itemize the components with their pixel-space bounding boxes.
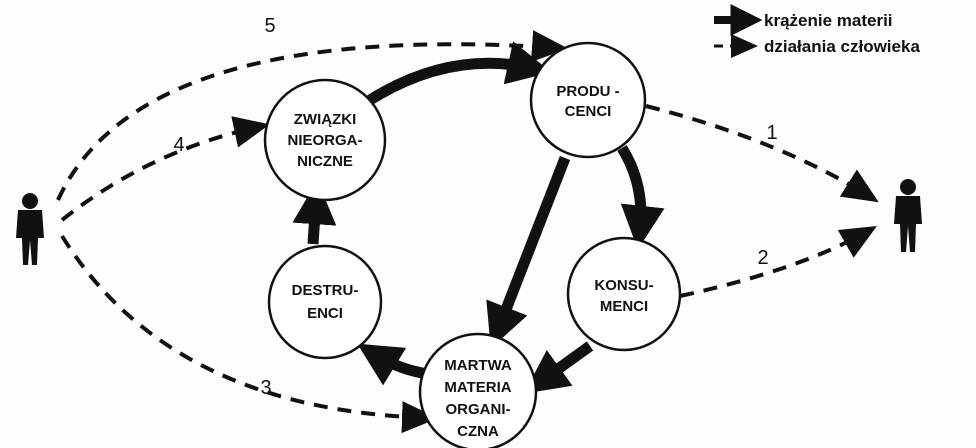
node-decomposers-line-1: DESTRU- <box>292 282 359 299</box>
node-dead-matter-line-3: ORGANI- <box>446 401 511 418</box>
human-figure-right-icon <box>894 179 922 252</box>
legend: krążenie materii działania człowieka <box>714 4 920 58</box>
arrow-4-human-to-inorganic <box>60 116 270 222</box>
arrow-number-5: 5 <box>264 15 275 37</box>
arrow-5-human-to-producers <box>56 30 568 201</box>
node-decomposers-line-2: ENCI <box>307 305 343 322</box>
arrow-producers-to-deadmatter <box>486 156 571 349</box>
node-inorganic-line-1: ZWIĄZKI <box>294 111 356 128</box>
human-activity-arrows <box>56 30 879 434</box>
arrow-consumers-to-deadmatter <box>523 341 594 394</box>
node-inorganic: ZWIĄZKI NIEORGA- NICZNE <box>263 78 387 202</box>
node-decomposers: DESTRU- ENCI <box>267 244 383 360</box>
node-inorganic-line-3: NICZNE <box>297 153 353 170</box>
matter-cycle-arrows <box>292 41 665 394</box>
arrow-decomposers-to-inorganic <box>292 180 337 245</box>
arrow-deadmatter-to-decomposers <box>357 343 429 386</box>
node-dead-matter: MARTWA MATERIA ORGANI- CZNA <box>418 332 538 448</box>
node-dead-matter-line-2: MATERIA <box>444 379 511 396</box>
node-producers-line-1: PRODU - <box>556 83 619 100</box>
node-consumers: KONSU- MENCI <box>566 236 682 352</box>
arrow-number-1: 1 <box>766 122 777 144</box>
arrow-inorganic-to-producers <box>367 41 552 105</box>
human-figure-left-icon <box>16 193 44 265</box>
node-consumers-line-1: KONSU- <box>594 277 653 294</box>
arrow-number-2: 2 <box>757 247 768 269</box>
legend-dashed-label: działania człowieka <box>764 37 920 56</box>
node-dead-matter-line-4: CZNA <box>457 423 499 440</box>
arrow-3-human-to-deadmatter <box>60 234 438 434</box>
node-dead-matter-line-1: MARTWA <box>444 357 512 374</box>
arrow-numbers: 1 2 3 4 5 <box>173 15 777 399</box>
node-inorganic-line-2: NIEORGA- <box>288 132 363 149</box>
node-producers-line-2: CENCI <box>565 103 612 120</box>
node-producers: PRODU - CENCI <box>529 41 647 159</box>
arrow-producers-to-consumers <box>617 145 665 250</box>
arrow-number-4: 4 <box>173 134 184 156</box>
legend-solid-label: krążenie materii <box>764 11 893 30</box>
arrow-1-producers-to-human <box>645 104 879 203</box>
arrow-2-consumers-to-human <box>679 226 877 298</box>
node-consumers-line-2: MENCI <box>600 298 648 315</box>
arrow-number-3: 3 <box>260 377 271 399</box>
